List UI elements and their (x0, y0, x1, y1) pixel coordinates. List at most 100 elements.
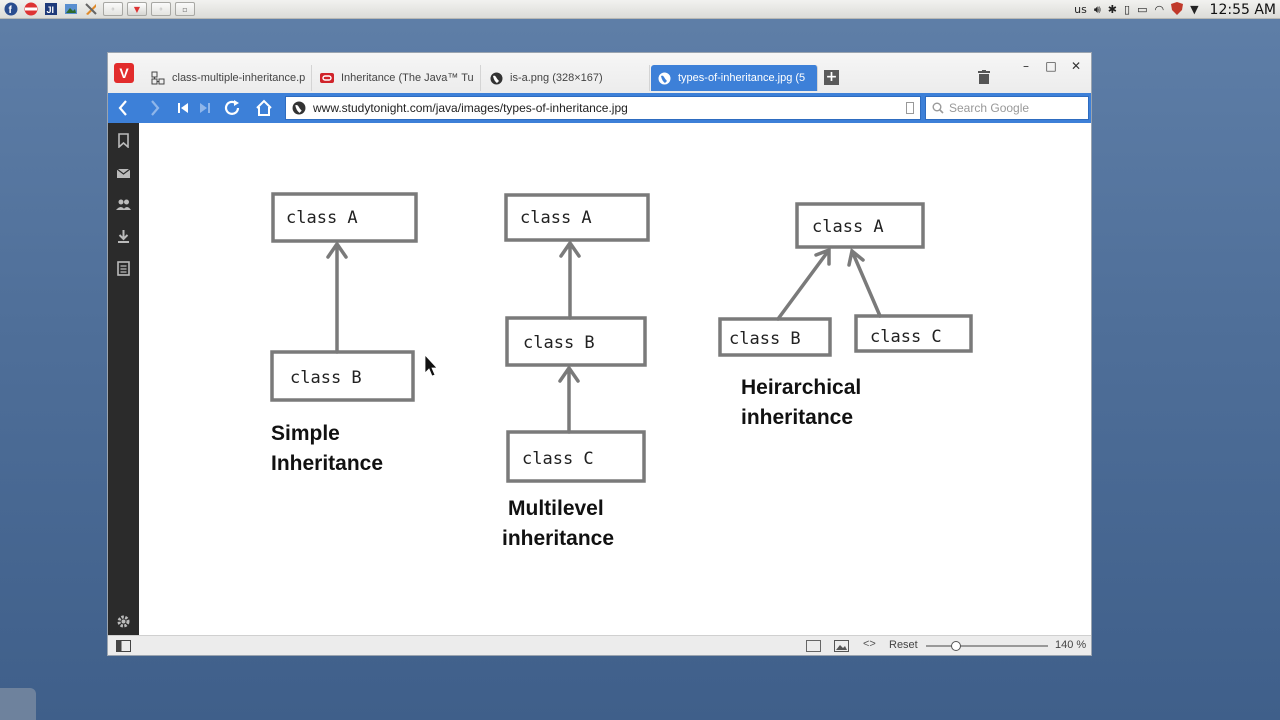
desktop-corner-tab[interactable] (0, 688, 36, 720)
image-viewport: class A class B Simple Inheritance class… (139, 123, 1091, 635)
vivaldi-menu-icon[interactable]: V (114, 63, 134, 83)
url-text: www.studytonight.com/java/images/types-o… (313, 101, 628, 115)
search-icon (932, 102, 944, 114)
svg-text:f: f (9, 5, 13, 16)
inheritance-types-image: class A class B Simple Inheritance class… (270, 192, 973, 550)
image-viewer-launcher-icon[interactable] (63, 2, 79, 16)
hier-arrow-c-to-a (847, 247, 882, 318)
forward-button[interactable] (144, 97, 166, 119)
globe-icon (489, 71, 503, 85)
hier-class-a-label: class A (812, 217, 884, 237)
multi-class-c-box (506, 430, 646, 483)
tab-label: types-of-inheritance.jpg (5 (678, 72, 806, 84)
tab-inheritance-java-tutorial[interactable]: Inheritance (The Java™ Tu (314, 65, 481, 91)
wifi-icon[interactable]: ◠ (1154, 3, 1165, 16)
tab-label: is-a.png (328×167) (510, 72, 603, 84)
taskbar-window-vivaldi[interactable]: ▼ (127, 2, 147, 16)
mail-icon[interactable] (116, 166, 131, 181)
multi-class-a-box (504, 193, 650, 242)
multi-class-a-label: class A (520, 208, 592, 228)
battery-icon[interactable]: ▭ (1137, 3, 1148, 16)
multi-arrow-c-to-b (558, 364, 580, 434)
taskbar-window-4[interactable]: ▫ (175, 2, 195, 16)
side-panel (108, 123, 139, 635)
hier-class-a-box (795, 202, 925, 249)
zoom-slider[interactable] (926, 645, 1048, 647)
status-bar: <> Reset 140 % (108, 635, 1091, 655)
home-icon[interactable] (253, 97, 275, 119)
contacts-icon[interactable] (116, 197, 131, 212)
tiling-icon[interactable] (806, 640, 821, 652)
rewind-button[interactable] (172, 97, 194, 119)
zoom-slider-handle[interactable] (951, 641, 961, 651)
search-field[interactable]: Search Google (925, 96, 1089, 120)
settings-gear-icon[interactable] (116, 614, 131, 629)
minimize-button[interactable]: – (1023, 59, 1029, 73)
bookmark-icon[interactable] (906, 102, 914, 114)
tab-bar: V class-multiple-inheritance.p Inheritan… (108, 53, 1091, 93)
mouse-cursor-icon (424, 353, 438, 377)
multi-class-b-box (505, 316, 647, 367)
tab-types-of-inheritance[interactable]: types-of-inheritance.jpg (5 (651, 65, 818, 91)
multi-arrow-b-to-a (559, 239, 581, 320)
zoom-level: 140 % (1055, 639, 1087, 651)
tab-class-multiple-inheritance[interactable]: class-multiple-inheritance.p (145, 65, 312, 91)
simple-inheritance-group: class A class B Simple Inheritance (270, 192, 418, 475)
maximize-button[interactable]: □ (1045, 59, 1057, 73)
reload-icon[interactable] (221, 97, 243, 119)
browser-launcher-icon[interactable] (23, 2, 39, 16)
browser-window: V class-multiple-inheritance.p Inheritan… (107, 52, 1092, 656)
globe-icon (292, 101, 306, 115)
downloads-icon[interactable] (116, 229, 131, 244)
svg-text:JI: JI (47, 5, 55, 15)
volume-icon[interactable]: 🔊︎ (1093, 2, 1101, 16)
hier-caption-line2: inheritance (741, 406, 853, 429)
fedora-menu-icon[interactable]: f (3, 2, 19, 16)
page-actions-icon[interactable]: <> (863, 638, 876, 650)
hierarchical-inheritance-group: class A class B class C Heirarchical inh… (718, 202, 973, 429)
bluetooth-icon[interactable]: ✱ (1107, 3, 1117, 16)
globe-icon (657, 71, 671, 85)
new-tab-button[interactable]: + (824, 69, 839, 85)
notes-icon[interactable] (116, 261, 131, 276)
taskbar-window-3[interactable]: ◦ (151, 2, 171, 16)
shield-icon[interactable] (1171, 1, 1184, 18)
bookmarks-icon[interactable] (116, 133, 131, 148)
system-panel: f JI ◦ ▼ ◦ ▫ us 🔊︎ ✱ ▯ ▭ ◠ ▼ 12:55 AM (0, 0, 1280, 19)
simple-inheritance-arrow (326, 240, 348, 354)
keyboard-layout[interactable]: us (1074, 3, 1087, 16)
hier-class-c-box (854, 314, 973, 353)
clipboard-icon[interactable]: ▯ (1124, 3, 1131, 16)
hier-class-b-box (718, 317, 832, 357)
fast-forward-button[interactable] (194, 97, 216, 119)
trash-icon[interactable] (978, 69, 990, 84)
ide-launcher-icon[interactable]: JI (43, 2, 59, 16)
multilevel-inheritance-group: class A class B class C Multilevel inher… (502, 193, 650, 550)
address-bar[interactable]: www.studytonight.com/java/images/types-o… (285, 96, 921, 120)
back-button[interactable] (112, 97, 134, 119)
simple-class-a-box (271, 192, 418, 243)
multi-class-c-label: class C (522, 449, 594, 469)
toggle-panel-icon[interactable] (116, 640, 131, 652)
oracle-icon (320, 71, 334, 85)
tools-launcher-icon[interactable] (83, 2, 99, 16)
tab-is-a-png[interactable]: is-a.png (328×167) (483, 65, 650, 91)
simple-class-a-label: class A (286, 208, 358, 228)
clock[interactable]: 12:55 AM (1209, 1, 1276, 18)
simple-class-b-label: class B (290, 368, 362, 388)
search-placeholder: Search Google (949, 101, 1030, 115)
navigation-bar: www.studytonight.com/java/images/types-o… (108, 93, 1091, 123)
image-toggle-icon[interactable] (834, 640, 849, 652)
hier-arrow-b-to-a (776, 247, 831, 321)
taskbar-window-1[interactable]: ◦ (103, 2, 123, 16)
simple-caption-line1: Simple (271, 422, 340, 445)
user-menu-icon[interactable]: ▼ (1190, 3, 1199, 16)
diagram-icon (151, 71, 165, 85)
close-button[interactable]: ✕ (1070, 59, 1082, 73)
simple-class-b-box (270, 350, 415, 402)
zoom-reset-button[interactable]: Reset (889, 639, 918, 651)
multi-caption-line2: inheritance (502, 527, 614, 550)
simple-caption-line2: Inheritance (271, 452, 383, 475)
hier-class-b-label: class B (729, 329, 801, 349)
tab-label: Inheritance (The Java™ Tu (341, 72, 474, 84)
